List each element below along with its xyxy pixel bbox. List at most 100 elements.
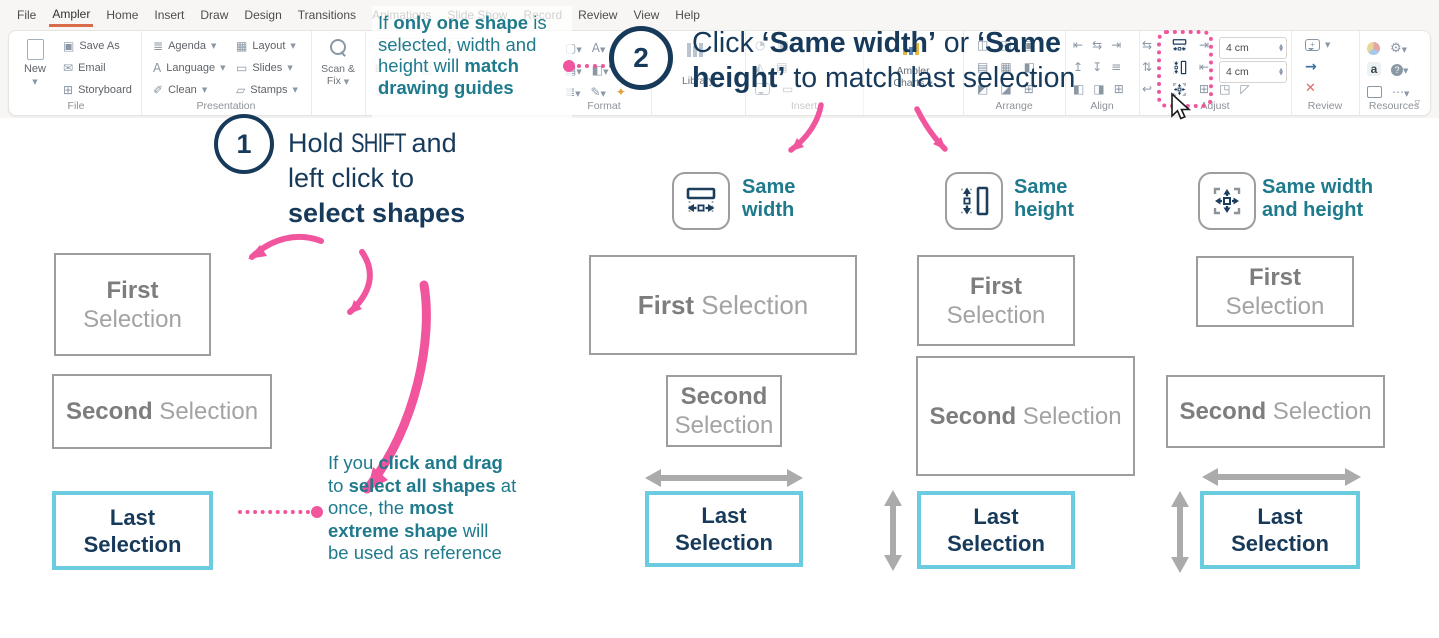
second-selection-shape: Second Selection xyxy=(916,356,1135,476)
pink-dot xyxy=(311,506,323,518)
same-height-demo-icon xyxy=(945,172,1003,230)
text-style-button[interactable]: A▼ xyxy=(591,41,606,55)
width-spinner[interactable]: 4 cm ▲▼ xyxy=(1219,37,1287,59)
insert-icon[interactable]: ▭ xyxy=(782,82,794,96)
adjust-icon[interactable]: ⇅ xyxy=(1142,60,1153,74)
email-label: Email xyxy=(78,62,106,74)
language-button[interactable]: A Language ▼ xyxy=(153,62,226,74)
bucket-button[interactable]: ◧▼ xyxy=(591,63,609,77)
comment-icon[interactable] xyxy=(755,83,770,95)
storyboard-icon: ⊞ xyxy=(63,83,74,97)
delete-x-icon[interactable]: ✕ xyxy=(1305,81,1316,96)
format-group-label: Format xyxy=(587,100,621,112)
charts-label: Ampler Charts ▼ xyxy=(893,65,933,89)
spinner-arrows-icon[interactable]: ▲▼ xyxy=(1279,43,1283,53)
align-icon[interactable]: ⊞ xyxy=(1113,82,1124,96)
adjust-icon[interactable]: ⊞ xyxy=(1199,82,1210,96)
adjust-icon[interactable]: ↩ xyxy=(1142,82,1153,96)
insert-icon[interactable]: ◭ xyxy=(755,60,765,74)
slides-button[interactable]: ▭ Slides ▼ xyxy=(236,62,293,74)
storyboard-button[interactable]: ⊞ Storyboard xyxy=(63,84,132,96)
arrange-icon[interactable]: ◩ xyxy=(977,82,989,96)
tab-home[interactable]: Home xyxy=(106,8,139,22)
chevron-down-icon: ▼ xyxy=(292,86,298,94)
library-button[interactable] xyxy=(687,43,703,57)
align-icon[interactable]: ↧ xyxy=(1092,60,1103,74)
tab-design[interactable]: Design xyxy=(244,8,282,22)
same-width-demo-icon xyxy=(672,172,730,230)
arrange-icon[interactable]: ▣ xyxy=(1023,38,1036,52)
callout-one-shape: If only one shape is selected, width and… xyxy=(372,6,572,118)
arrange-icon[interactable]: ⊞ xyxy=(1023,82,1034,96)
arrange-icon[interactable]: ◪ xyxy=(1000,82,1012,96)
tab-help[interactable]: Help xyxy=(675,8,700,22)
ribbon-group-file: New ▼ ▣ Save As ✉ Email ⊞ Storyboard Fil… xyxy=(11,31,142,115)
last-selection-shape: Last Selection xyxy=(917,491,1075,569)
first-selection-shape: First Selection xyxy=(589,255,857,355)
forward-arrow-icon[interactable]: → xyxy=(1305,59,1317,75)
more-button[interactable]: ⋯▼ xyxy=(1392,85,1410,99)
help-icon: ? xyxy=(1391,64,1403,76)
review-group-label: Review xyxy=(1307,100,1343,112)
align-icon[interactable]: ◨ xyxy=(1093,82,1105,96)
settings-button[interactable]: ⚙▼ xyxy=(1390,41,1408,56)
save-as-label: Save As xyxy=(79,40,120,52)
insert-icon[interactable]: ▣ xyxy=(777,38,789,52)
adjust-icon[interactable]: ⇆ xyxy=(1142,38,1153,52)
adjust-icon[interactable]: ⇤ xyxy=(1199,60,1210,74)
clean-button[interactable]: ✐ Clean ▼ xyxy=(153,84,207,96)
ribbon-group-adjust: ⇆ ⇅ ↩ ⇥ ⇤ ⊞ ◳ ◸ 4 cm ▲▼ xyxy=(1139,31,1292,115)
library-label: Library xyxy=(681,75,715,87)
align-icon[interactable]: ⇤ xyxy=(1073,38,1084,52)
adjust-icon[interactable]: ⇥ xyxy=(1199,38,1210,52)
tab-insert[interactable]: Insert xyxy=(154,8,185,22)
tab-ampler[interactable]: Ampler xyxy=(49,4,94,27)
tab-draw[interactable]: Draw xyxy=(200,8,229,22)
tab-transitions[interactable]: Transitions xyxy=(297,8,357,22)
agenda-icon: ≣ xyxy=(153,39,164,53)
adjust-icon[interactable]: ◸ xyxy=(1240,82,1250,96)
broom-icon[interactable]: ✦ xyxy=(615,85,626,99)
ribbon-panel: New ▼ ▣ Save As ✉ Email ⊞ Storyboard Fil… xyxy=(8,30,1431,116)
ribbon-group-scanfix: Scan & Fix ▼ xyxy=(311,31,366,115)
spinner-arrows-icon[interactable]: ▲▼ xyxy=(1279,67,1283,77)
scan-fix-button[interactable] xyxy=(330,39,346,55)
email-button[interactable]: ✉ Email xyxy=(63,62,106,74)
align-icon[interactable]: ⇆ xyxy=(1092,38,1103,52)
align-icon[interactable]: ≡ xyxy=(1111,60,1122,74)
arrange-icon[interactable]: ▤ xyxy=(977,60,989,74)
ampler-logo-icon[interactable]: a xyxy=(1367,62,1381,76)
tab-file[interactable]: File xyxy=(17,8,37,22)
height-spinner[interactable]: 4 cm ▲▼ xyxy=(1219,61,1287,83)
first-selection-shape: First Selection xyxy=(1196,256,1354,327)
agenda-button[interactable]: ≣ Agenda ▼ xyxy=(153,40,216,52)
arrange-icon[interactable]: ◰ xyxy=(1000,38,1012,52)
insert-icon[interactable]: ▤ xyxy=(776,60,788,74)
new-button[interactable]: New ▼ xyxy=(15,35,55,97)
arrange-icon[interactable]: ◫ xyxy=(977,38,989,52)
pen-button[interactable]: ✎▼ xyxy=(590,85,606,99)
pie-logo-icon[interactable] xyxy=(1367,41,1380,55)
adjust-icon[interactable]: ◳ xyxy=(1219,82,1231,96)
comment-add-icon[interactable]: + xyxy=(1305,39,1320,51)
help-button[interactable]: ?▼ xyxy=(1391,60,1408,78)
insert-icon[interactable]: ◔ xyxy=(755,38,766,52)
second-selection-shape: Second Selection xyxy=(1166,375,1385,448)
align-icon[interactable]: ◧ xyxy=(1073,82,1085,96)
align-icon[interactable]: ↥ xyxy=(1073,60,1084,74)
arrange-icon[interactable]: ▦ xyxy=(1000,60,1012,74)
screen-share-icon[interactable] xyxy=(1367,86,1382,98)
callout-click-drag: If you click and drag to select all shap… xyxy=(328,452,517,563)
save-as-button[interactable]: ▣ Save As xyxy=(63,40,120,52)
arrange-icon[interactable]: ◧ xyxy=(1023,60,1036,74)
collapse-ribbon-icon[interactable]: ▿ xyxy=(1414,96,1420,109)
charts-button[interactable] xyxy=(903,39,919,55)
insert-group-label: Insert xyxy=(790,100,818,112)
tab-review[interactable]: Review xyxy=(578,8,618,22)
layout-button[interactable]: ▦ Layout ▼ xyxy=(236,40,296,52)
align-icon[interactable]: ⇥ xyxy=(1111,38,1122,52)
tab-view[interactable]: View xyxy=(633,8,660,22)
stamps-button[interactable]: ▱ Stamps ▼ xyxy=(236,84,298,96)
